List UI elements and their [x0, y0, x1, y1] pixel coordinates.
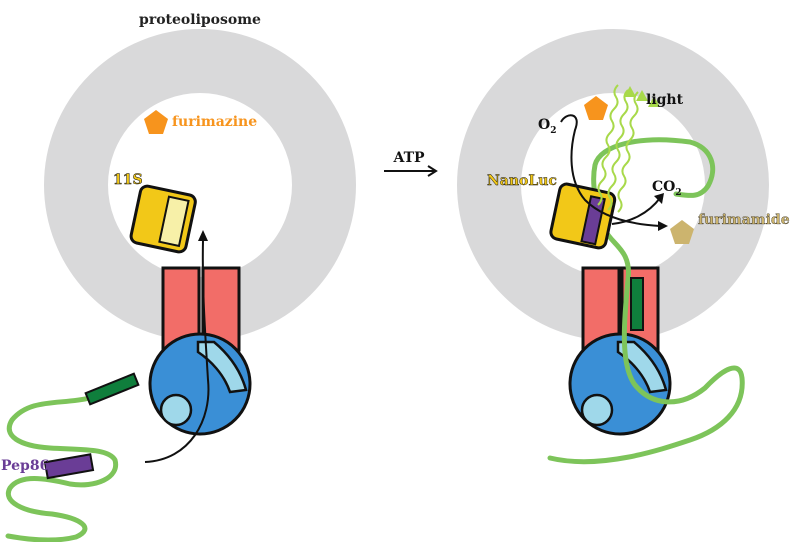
o2-arrow: [560, 114, 661, 227]
eleven-s-label: 11S: [113, 172, 143, 188]
nanoluc-label: NanoLuc: [487, 173, 557, 189]
substrate-chain-right: [547, 137, 745, 465]
tag-green-right: [630, 277, 644, 331]
atp-label: ATP: [392, 150, 425, 166]
translocation-arrow-left: [144, 239, 210, 463]
eleven-s-fragment: [129, 184, 197, 254]
atp-arrowhead: [427, 165, 438, 177]
furimazine-icon: [144, 110, 168, 134]
furimamide-icon: [670, 220, 694, 244]
tag-green-left: [84, 372, 140, 406]
left-panel: proteoliposome furimazine 11S Pep86: [1, 12, 356, 542]
light-arrowheads: [624, 86, 660, 107]
motor-right-pocket: [580, 393, 614, 427]
furimazine-label: furimazine: [172, 114, 257, 130]
arrowhead-left: [198, 230, 208, 241]
proteoliposome-label: proteoliposome: [139, 12, 261, 28]
nanoluc-complex: [549, 182, 617, 250]
o2-label: O2: [538, 117, 556, 136]
pep86-tag: [43, 453, 95, 480]
furimazine-icon-right: [584, 96, 608, 120]
furimamide-label: furimamide: [698, 212, 790, 228]
light-emission: [597, 84, 639, 213]
co2-arrowhead: [654, 193, 664, 204]
right-panel: NanoLuc O2 CO2 furimamide light: [457, 29, 790, 465]
co2-arrow: [611, 197, 661, 225]
motor-left-pocket: [159, 393, 193, 427]
co2-label: CO2: [652, 179, 682, 198]
substrate-chain-left: [5, 395, 119, 542]
light-label: light: [646, 92, 684, 108]
pep86-label: Pep86: [1, 458, 49, 474]
o2-arrowhead: [658, 221, 668, 231]
